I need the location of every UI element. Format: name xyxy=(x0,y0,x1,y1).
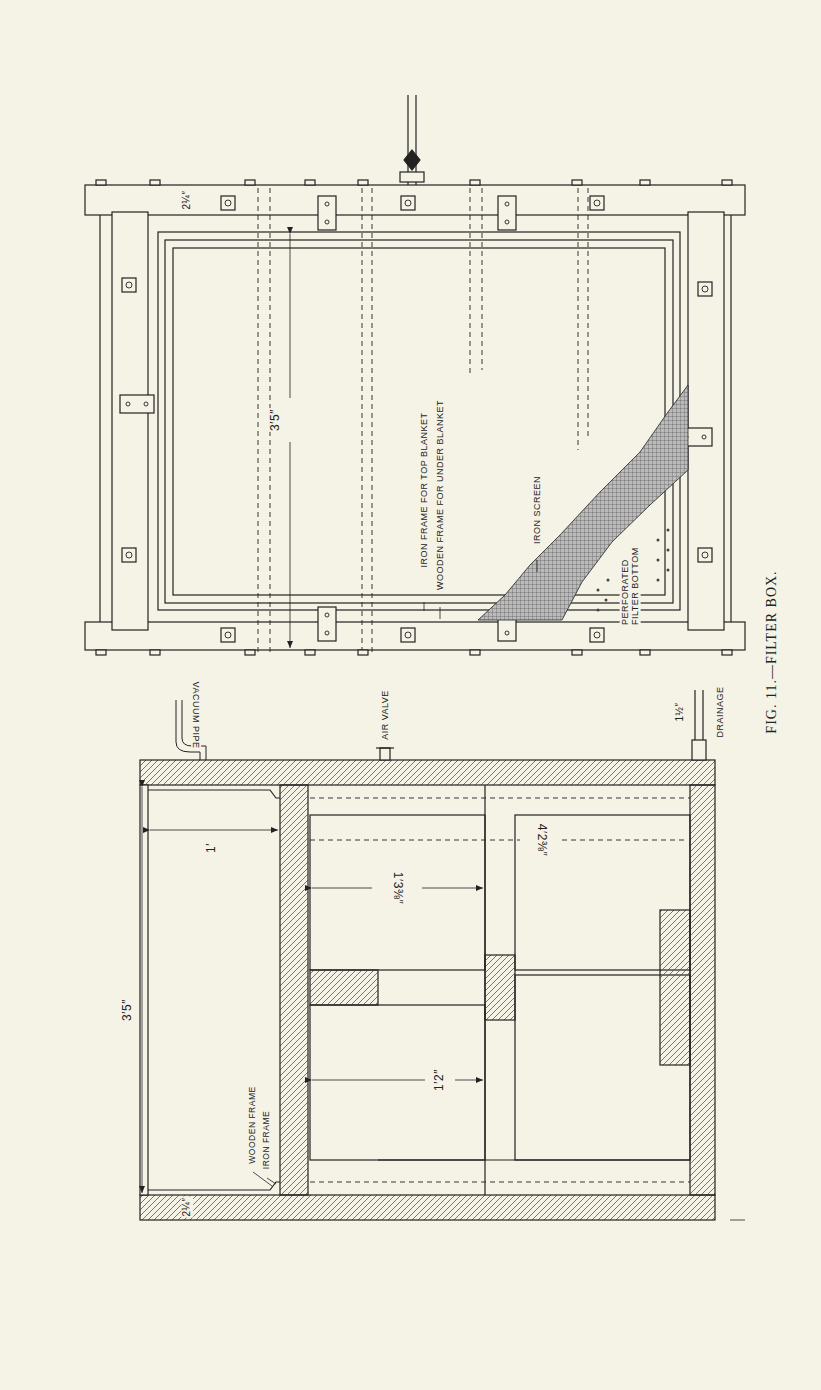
dimension-label: 4′2⅜″ xyxy=(534,823,548,857)
figure-caption: FIG. 11.—FILTER BOX. xyxy=(764,569,780,734)
part-label: IRON FRAME xyxy=(262,1110,272,1170)
dimension-label: 2¼″ xyxy=(181,1197,193,1218)
part-label: VACUUM PIPE xyxy=(191,681,201,750)
dimension-label: 3′5″ xyxy=(121,998,135,1022)
part-label: IRON FRAME FOR TOP BLANKET xyxy=(419,411,429,568)
part-label: PERFORATED FILTER BOTTOM xyxy=(620,544,641,626)
dimension-label: 3′5″ xyxy=(269,408,283,432)
part-label: IRON SCREEN xyxy=(532,475,542,545)
part-label: AIR VALVE xyxy=(380,689,390,741)
part-label: WOODEN FRAME FOR UNDER BLANKET xyxy=(435,399,445,591)
dimension-label: 1′2″ xyxy=(433,1068,447,1092)
dimension-label: 1′3⅜″ xyxy=(390,871,404,905)
dimension-label: 1½″ xyxy=(674,702,686,723)
dimension-label: 2¼″ xyxy=(181,190,193,211)
part-label: WOODEN FRAME xyxy=(248,1085,258,1164)
dimension-label: 1′ xyxy=(205,842,219,854)
part-label: DRAINAGE xyxy=(715,685,725,738)
